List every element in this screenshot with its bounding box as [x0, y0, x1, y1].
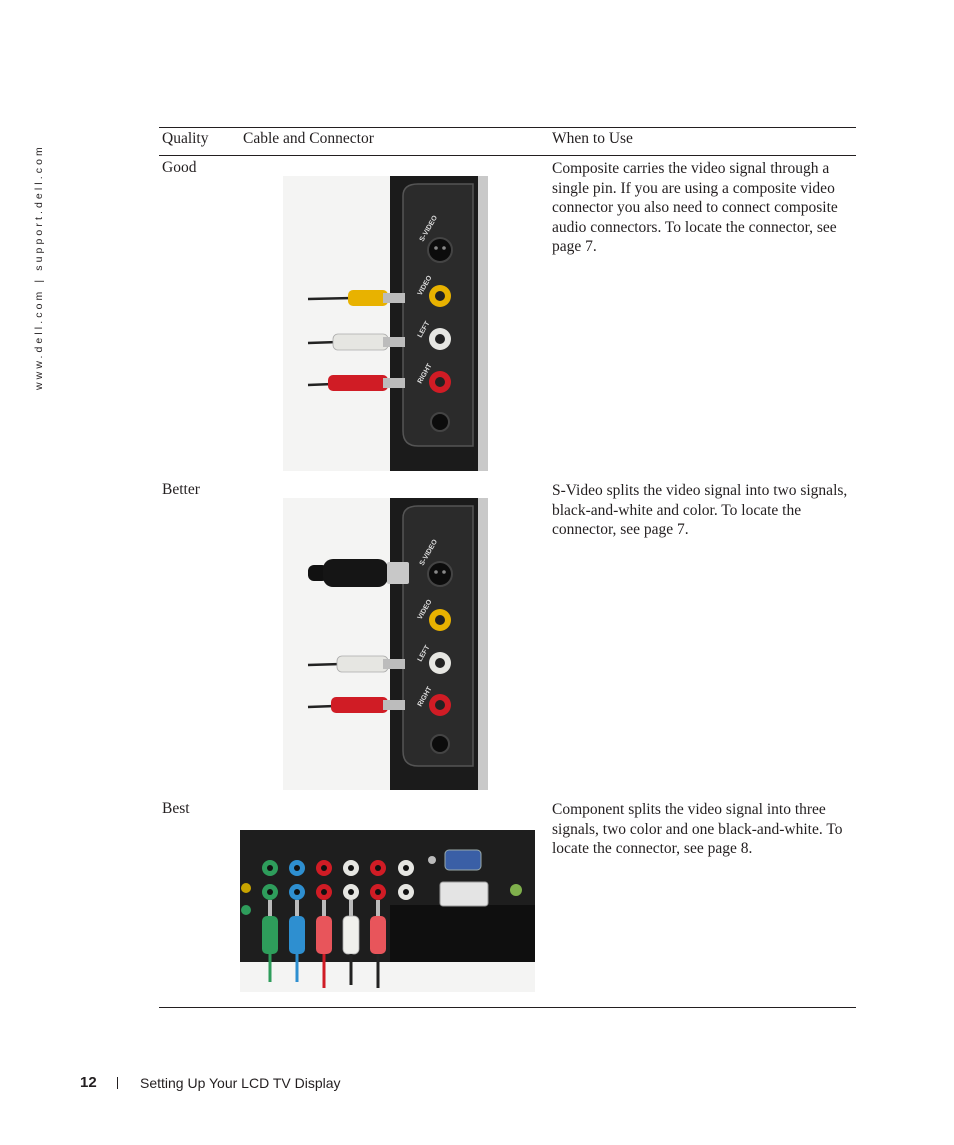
- description-s-video: S-Video splits the video signal into two…: [552, 482, 848, 538]
- header-quality: Quality: [162, 130, 209, 147]
- quality-best: Best: [162, 800, 190, 817]
- description-component: Component splits the video signal into t…: [552, 801, 843, 857]
- quality-good: Good: [162, 159, 197, 176]
- description-composite: Composite carries the video signal throu…: [552, 160, 838, 255]
- composite-connector-photo: S-VIDEO VIDEO LEFT RIGHT: [283, 176, 488, 471]
- component-connector-photo: [240, 830, 535, 992]
- header-when-to-use: When to Use: [552, 130, 633, 147]
- table-top-rule: [159, 127, 856, 128]
- table-bottom-rule: [159, 1007, 856, 1008]
- table-header-rule: [159, 155, 856, 156]
- quality-better: Better: [162, 481, 200, 498]
- footer-title: Setting Up Your LCD TV Display: [140, 1075, 341, 1091]
- footer-separator: [117, 1077, 118, 1089]
- page-number: 12: [80, 1074, 97, 1091]
- side-url: www.dell.com | support.dell.com: [33, 144, 45, 390]
- s-video-connector-photo: S-VIDEO VIDEO LEFT RIGHT: [283, 498, 488, 790]
- header-cable-connector: Cable and Connector: [243, 130, 374, 147]
